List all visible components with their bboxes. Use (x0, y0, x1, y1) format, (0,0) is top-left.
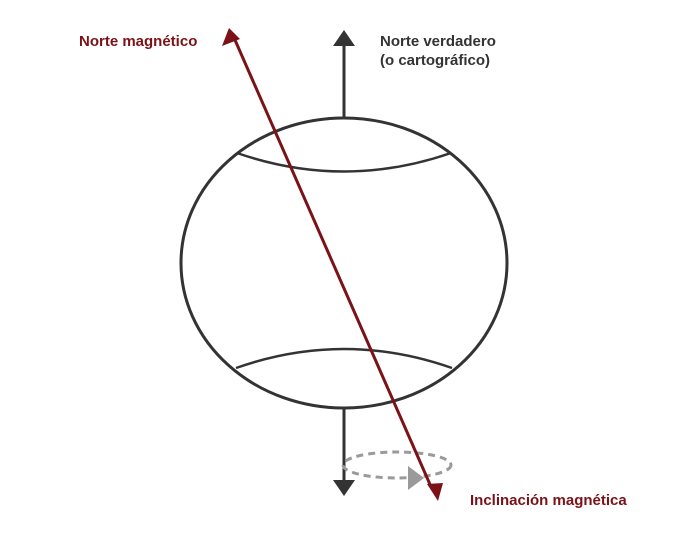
magnetic-south-arrowhead (427, 483, 443, 501)
arctic-circle (236, 151, 452, 173)
rotation-ellipse (341, 450, 453, 480)
magnetic-north-label: Norte magnético (79, 33, 198, 50)
antarctic-circle (235, 347, 453, 370)
true-north-label: Norte verdadero (o cartográfico) (380, 32, 496, 70)
earth-globe (179, 116, 509, 410)
true-north-axis-bottom (333, 408, 355, 496)
true-south-arrowhead (333, 480, 355, 496)
true-north-label-line2: (o cartográfico) (380, 52, 491, 69)
rotation-arrowhead (408, 466, 424, 490)
rotation-indicator (341, 450, 453, 490)
true-north-axis-top (333, 30, 355, 118)
true-north-label-line1: Norte verdadero (380, 33, 496, 50)
magnetic-north-arrowhead (222, 28, 240, 46)
magnetic-declination-label: Inclinación magnética (470, 492, 627, 509)
true-north-arrowhead (333, 30, 355, 46)
magnetic-axis (222, 28, 443, 501)
